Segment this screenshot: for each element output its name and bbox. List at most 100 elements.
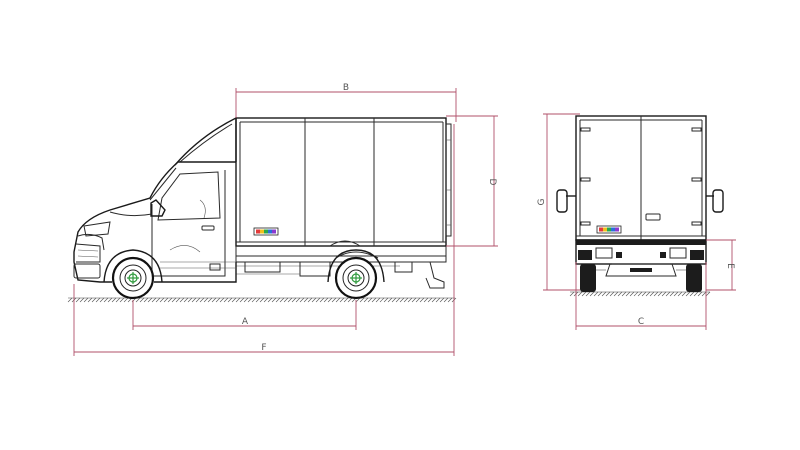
ground-hatch	[697, 291, 703, 297]
ground-hatch	[163, 297, 169, 303]
ground-hatch	[701, 291, 707, 297]
side-ground	[67, 297, 457, 303]
ground-hatch	[379, 297, 385, 303]
ground-hatch	[383, 297, 389, 303]
rear-wheel	[334, 256, 378, 300]
ground-hatch	[641, 291, 647, 297]
ground-hatch	[399, 297, 405, 303]
rear-tire-left	[580, 264, 596, 292]
ground-hatch	[327, 297, 333, 303]
ground-hatch	[143, 297, 149, 303]
ground-hatch	[705, 291, 711, 297]
dimension-label-g: G	[537, 198, 547, 205]
ground-hatch	[207, 297, 213, 303]
ground-hatch	[601, 291, 607, 297]
ground-hatch	[387, 297, 393, 303]
ground-hatch	[681, 291, 687, 297]
ground-hatch	[159, 297, 165, 303]
ground-hatch	[411, 297, 417, 303]
ground-hatch	[431, 297, 437, 303]
ground-hatch	[263, 297, 269, 303]
dimension-label-c: C	[638, 317, 644, 327]
ground-hatch	[693, 291, 699, 297]
ground-hatch	[447, 297, 453, 303]
ground-hatch	[637, 291, 643, 297]
ground-hatch	[633, 291, 639, 297]
ground-hatch	[665, 291, 671, 297]
ground-hatch	[673, 291, 679, 297]
ground-hatch	[171, 297, 177, 303]
ground-hatch	[231, 297, 237, 303]
ground-hatch	[391, 297, 397, 303]
ground-hatch	[347, 297, 353, 303]
ground-hatch	[597, 291, 603, 297]
ground-hatch	[83, 297, 89, 303]
rear-bumper-and-lights	[575, 239, 707, 277]
ground-hatch	[75, 297, 81, 303]
ground-hatch	[343, 297, 349, 303]
ground-hatch	[427, 297, 433, 303]
ground-hatch	[299, 297, 305, 303]
ground-hatch	[645, 291, 651, 297]
rear-wheel-arch	[327, 249, 385, 283]
ground-hatch	[315, 297, 321, 303]
ground-hatch	[359, 297, 365, 303]
dimension-label-f: F	[261, 343, 266, 353]
ground-hatch	[685, 291, 691, 297]
ground-hatch	[689, 291, 695, 297]
cargo-box-side	[235, 117, 452, 247]
ground-hatch	[625, 291, 631, 297]
dimension-g: G	[537, 113, 580, 291]
ground-hatch	[443, 297, 449, 303]
ground-hatch	[375, 297, 381, 303]
ground-hatch	[275, 297, 281, 303]
ground-hatch	[123, 297, 129, 303]
ground-hatch	[151, 297, 157, 303]
ground-hatch	[119, 297, 125, 303]
ground-hatch	[167, 297, 173, 303]
ground-hatch	[215, 297, 221, 303]
ground-hatch	[339, 297, 345, 303]
ground-hatch	[227, 297, 233, 303]
ground-hatch	[267, 297, 273, 303]
ground-hatch	[135, 297, 141, 303]
ground-hatch	[91, 297, 97, 303]
ground-hatch	[287, 297, 293, 303]
ground-hatch	[223, 297, 229, 303]
ground-hatch	[617, 291, 623, 297]
ground-hatch	[331, 297, 337, 303]
ground-hatch	[585, 291, 591, 297]
ground-hatch	[291, 297, 297, 303]
ground-hatch	[111, 297, 117, 303]
side-view: B D A F	[67, 83, 498, 356]
ground-hatch	[139, 297, 145, 303]
mirror-right-rear-view	[706, 189, 724, 213]
dimension-a: A	[132, 300, 357, 330]
ground-hatch	[669, 291, 675, 297]
ground-hatch	[323, 297, 329, 303]
ground-hatch	[609, 291, 615, 297]
rear-view: G E C	[537, 113, 736, 330]
ground-hatch	[107, 297, 113, 303]
ground-hatch	[195, 297, 201, 303]
ground-hatch	[295, 297, 301, 303]
cargo-box-rear	[575, 115, 707, 241]
ground-hatch	[423, 297, 429, 303]
ground-hatch	[99, 297, 105, 303]
ground-hatch	[187, 297, 193, 303]
ground-hatch	[581, 291, 587, 297]
ground-hatch	[243, 297, 249, 303]
dimension-d: D	[446, 115, 498, 247]
ground-hatch	[605, 291, 611, 297]
ground-hatch	[371, 297, 377, 303]
ground-hatch	[219, 297, 225, 303]
mirror-left-rear-view	[556, 189, 576, 213]
ground-hatch	[235, 297, 241, 303]
ground-hatch	[593, 291, 599, 297]
ground-hatch	[311, 297, 317, 303]
ground-hatch	[211, 297, 217, 303]
dimension-label-b: B	[343, 83, 349, 93]
dimension-label-e: E	[725, 263, 735, 269]
ground-hatch	[677, 291, 683, 297]
